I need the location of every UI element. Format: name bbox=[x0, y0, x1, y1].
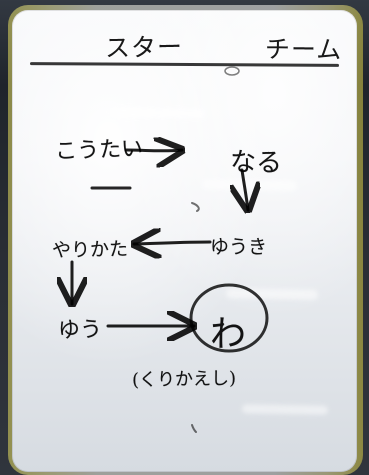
header-right: チーム bbox=[264, 34, 343, 65]
node-4-label: やりかた bbox=[51, 238, 129, 262]
node-1-label: こうたい bbox=[54, 136, 144, 165]
glare-top-right bbox=[201, 179, 298, 191]
glare-low bbox=[241, 404, 329, 415]
glare-mid bbox=[225, 288, 319, 300]
node-3-label: ゆうき bbox=[210, 236, 268, 258]
header-left: スター bbox=[104, 32, 184, 63]
glare-top-left bbox=[109, 107, 206, 119]
footnote-label: (くりかえし) bbox=[131, 368, 237, 391]
node-2-label: なる bbox=[229, 147, 283, 179]
node-5-label: ゆう bbox=[57, 317, 103, 344]
node-6-label: わ bbox=[210, 314, 247, 355]
